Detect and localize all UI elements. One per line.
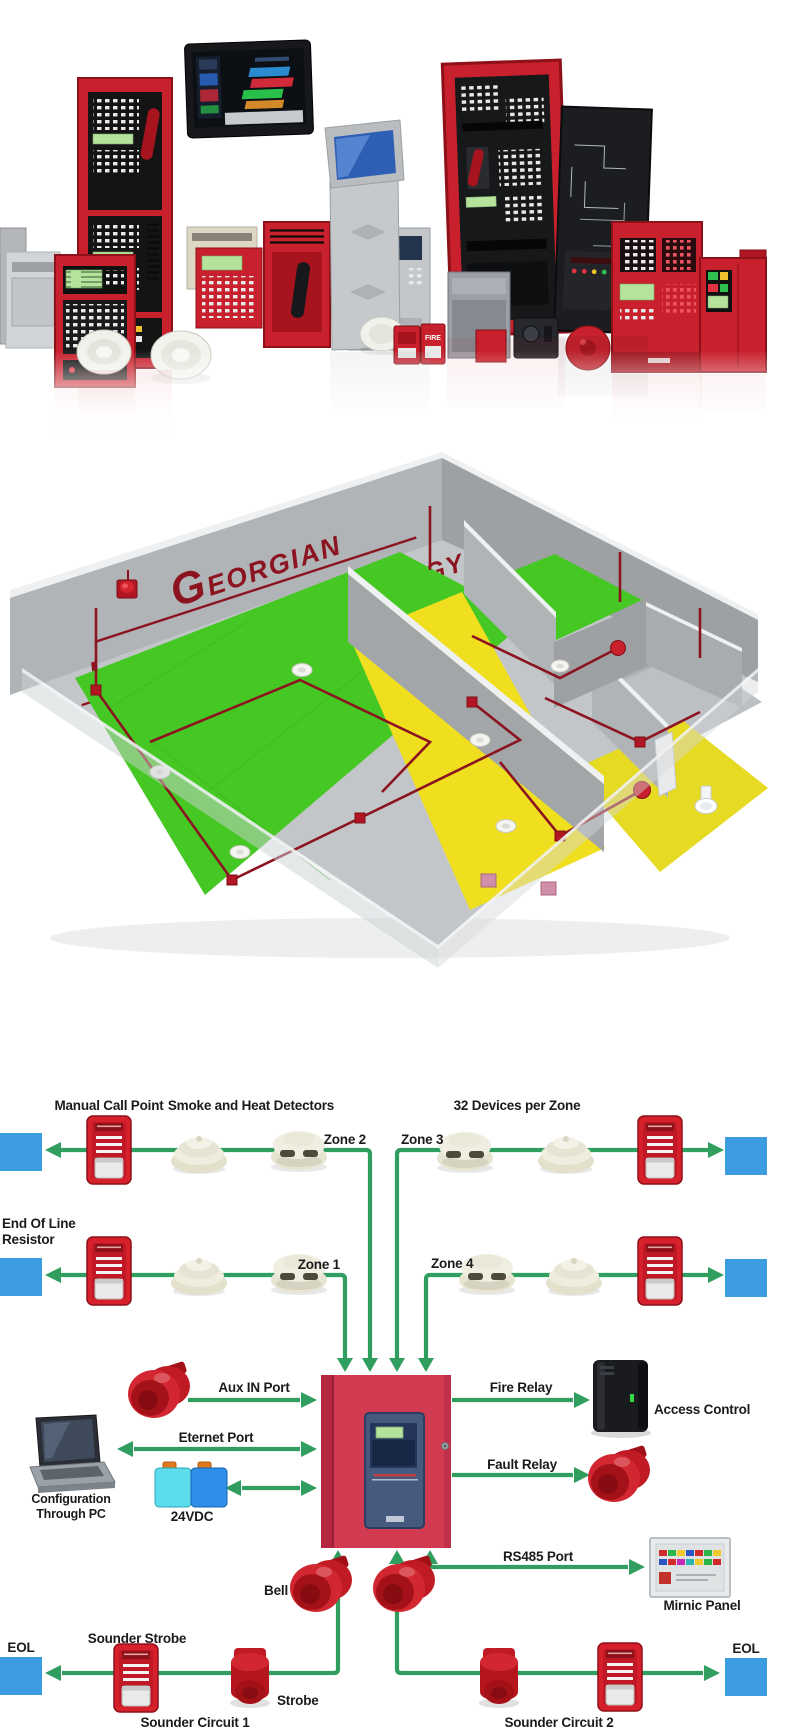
label-zone-3: Zone 3 bbox=[401, 1132, 444, 1147]
eol-block bbox=[725, 1259, 767, 1297]
partition-walls bbox=[348, 520, 742, 852]
wiring-diagram: Manual Call Point Smoke and Heat Detecto… bbox=[0, 1098, 767, 1729]
gray-modules-left bbox=[0, 227, 61, 349]
manual-call-point bbox=[86, 1236, 132, 1306]
mimic-panel-unit bbox=[649, 1537, 731, 1598]
rs485-line bbox=[427, 1563, 628, 1570]
zone4-line bbox=[423, 1272, 708, 1358]
fire-label: FIRE bbox=[425, 335, 441, 342]
label-eol-resistor-2: Resistor bbox=[2, 1232, 55, 1247]
wall-monitor bbox=[184, 39, 314, 139]
heat-detector bbox=[546, 1258, 602, 1296]
label-zone-1: Zone 1 bbox=[298, 1257, 341, 1272]
laptop bbox=[29, 1414, 116, 1493]
label-sounder-strobe: Sounder Strobe bbox=[88, 1631, 187, 1646]
manual-call-point bbox=[637, 1236, 683, 1306]
wall-strobe bbox=[116, 570, 138, 599]
label-ethernet-port: Eternet Port bbox=[179, 1430, 255, 1445]
label-zone-2: Zone 2 bbox=[324, 1132, 366, 1147]
label-aux-in-port: Aux IN Port bbox=[218, 1380, 290, 1395]
eol-block bbox=[725, 1137, 767, 1175]
eol-block bbox=[725, 1658, 767, 1696]
label-24vdc: 24VDC bbox=[171, 1509, 214, 1524]
zone-lines bbox=[45, 1142, 724, 1372]
building-sounder bbox=[633, 781, 651, 799]
fault-sounder bbox=[588, 1444, 650, 1502]
floor-box bbox=[480, 873, 497, 888]
back-left-wall bbox=[10, 458, 442, 695]
battery-pack bbox=[154, 1461, 228, 1508]
heat-detector bbox=[171, 1136, 227, 1174]
heat-detector bbox=[538, 1136, 594, 1174]
label-manual-call-point: Manual Call Point bbox=[54, 1098, 164, 1113]
collage-reflection bbox=[0, 336, 800, 440]
label-sounder-circuit-1: Sounder Circuit 1 bbox=[140, 1715, 250, 1729]
conduit-devices bbox=[90, 640, 651, 896]
manual-call-point bbox=[637, 1115, 683, 1185]
access-control-led bbox=[630, 1394, 634, 1402]
wall-top-edge bbox=[442, 452, 758, 621]
zone1-line bbox=[61, 1272, 348, 1358]
sounder-circuit1-line bbox=[62, 1564, 341, 1676]
label-configuration-1: Configuration bbox=[31, 1492, 110, 1506]
label-strobe: Strobe bbox=[277, 1693, 319, 1708]
label-mimic-panel: Mirnic Panel bbox=[663, 1598, 740, 1613]
red-phone-cabinet bbox=[263, 221, 331, 348]
label-access-control: Access Control bbox=[654, 1402, 750, 1417]
aux-sounder bbox=[128, 1360, 190, 1418]
front-left-glass-wall bbox=[22, 668, 438, 968]
label-zone-4: Zone 4 bbox=[431, 1256, 474, 1271]
label-eol-resistor-1: End Of Line bbox=[2, 1216, 76, 1231]
front-right-glass-wall bbox=[438, 668, 758, 968]
monitor-3d-graphic bbox=[241, 66, 294, 110]
smoke-detector bbox=[437, 1132, 493, 1173]
facp-panel bbox=[321, 1375, 451, 1548]
label-smoke-heat-detectors: Smoke and Heat Detectors bbox=[168, 1098, 334, 1113]
access-control-unit bbox=[591, 1360, 651, 1438]
label-fault-relay: Fault Relay bbox=[487, 1457, 558, 1472]
eol-block bbox=[0, 1133, 42, 1171]
bell-sounder bbox=[290, 1554, 352, 1612]
manual-call-point bbox=[86, 1115, 132, 1185]
facp-lcd bbox=[375, 1426, 404, 1439]
product-collage: FIRE bbox=[0, 39, 800, 440]
zone2-line bbox=[61, 1147, 373, 1358]
label-fire-relay: Fire Relay bbox=[490, 1380, 553, 1395]
label-eol-right: EOL bbox=[732, 1641, 759, 1656]
building-bell bbox=[610, 640, 626, 656]
sounder-circuit2-line bbox=[394, 1564, 703, 1676]
floor-box bbox=[540, 881, 557, 896]
eol-block bbox=[0, 1258, 42, 1296]
red-handset bbox=[140, 108, 160, 160]
sounder-strobe-device bbox=[597, 1642, 643, 1712]
toilet bbox=[694, 785, 718, 814]
label-sounder-circuit-2: Sounder Circuit 2 bbox=[504, 1715, 613, 1729]
building-isometric: GEORGIAN INNOVATION TECHNOLOGY bbox=[10, 452, 768, 968]
eol-block bbox=[0, 1657, 42, 1695]
heat-detector bbox=[171, 1258, 227, 1296]
sounder-strobe-device bbox=[113, 1643, 159, 1713]
mid-panels bbox=[186, 226, 263, 329]
dark-module-lens bbox=[513, 317, 559, 359]
label-32-devices-per-zone: 32 Devices per Zone bbox=[454, 1098, 581, 1113]
floor-yellow-bath bbox=[572, 720, 768, 872]
bell-sounder bbox=[373, 1554, 435, 1612]
label-bell: Bell bbox=[264, 1583, 288, 1598]
building-shadow bbox=[50, 918, 730, 958]
zone3-line bbox=[394, 1147, 708, 1358]
io-lines bbox=[45, 1392, 720, 1681]
silver-kiosk bbox=[324, 119, 405, 351]
label-eol-left: EOL bbox=[7, 1640, 34, 1655]
smoke-detector bbox=[271, 1131, 327, 1172]
label-rs485-port: RS485 Port bbox=[503, 1549, 574, 1564]
strobe-device bbox=[230, 1648, 270, 1708]
black-handset bbox=[290, 262, 311, 318]
label-configuration-2: Through PC bbox=[36, 1507, 106, 1521]
strobe-device bbox=[479, 1648, 519, 1708]
